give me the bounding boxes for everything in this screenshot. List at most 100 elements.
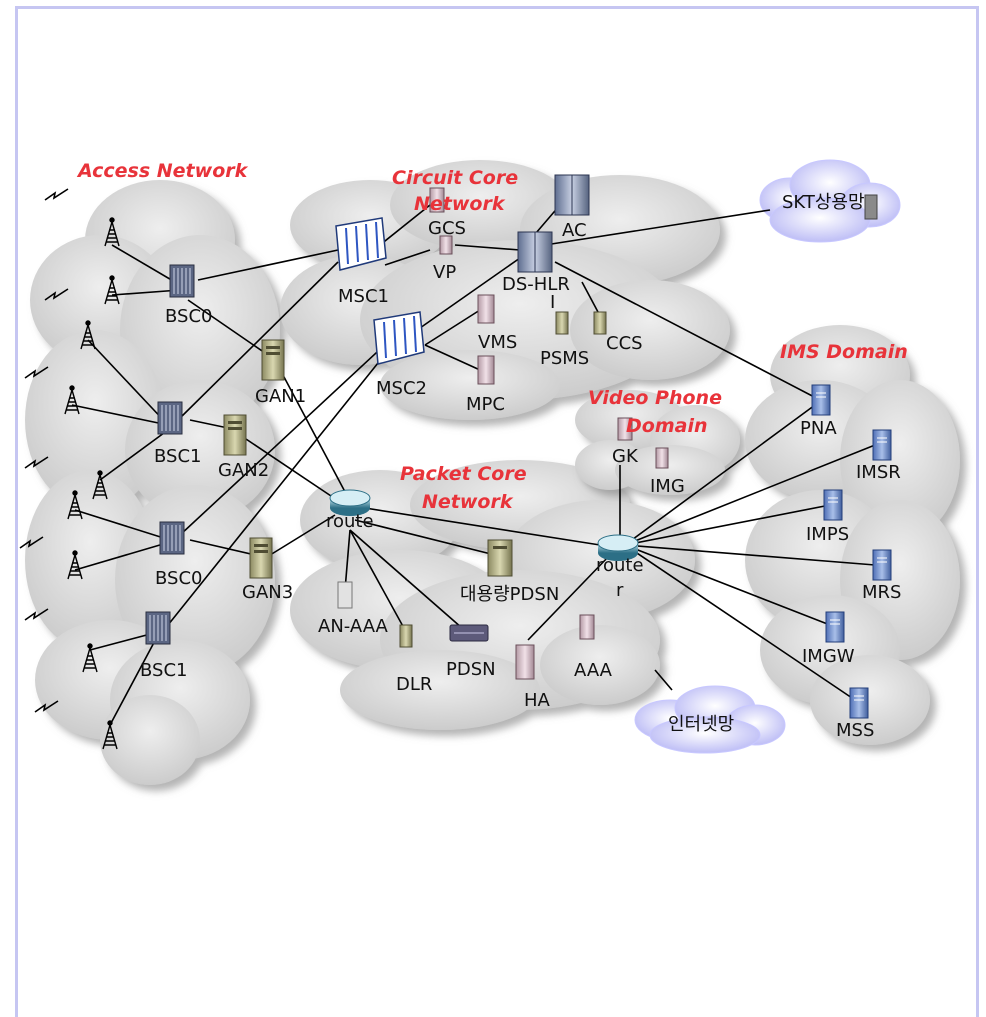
vp-label: VP xyxy=(433,262,456,283)
gk-server-icon xyxy=(617,417,633,441)
big-pdsn-server-icon xyxy=(487,539,513,577)
internet-network-label: 인터넷망 xyxy=(668,714,734,735)
mrs-server-icon xyxy=(872,549,892,581)
tower-icon xyxy=(92,470,108,500)
small-servers xyxy=(337,194,878,648)
bsc-icon xyxy=(159,521,185,555)
ds-hlr-label: DS-HLR xyxy=(502,274,570,295)
big-pdsn-label: 대용량PDSN xyxy=(460,584,559,605)
tower-icon xyxy=(64,385,80,415)
router-icon xyxy=(329,489,371,516)
tower-icon xyxy=(80,320,96,350)
mpc-server-icon xyxy=(477,355,495,385)
aaa-server-icon xyxy=(579,614,595,640)
bsc-devices xyxy=(145,264,195,645)
gan-server-icon xyxy=(261,339,285,381)
tower-icon xyxy=(104,275,120,305)
ac-rack-icon xyxy=(554,174,590,216)
circuit-core-title-line1: Circuit Core xyxy=(392,167,518,189)
tower-icon xyxy=(102,720,118,750)
skt-cloud xyxy=(759,159,901,243)
core-racks xyxy=(517,174,590,273)
tower-icon xyxy=(67,550,83,580)
pna-label: PNA xyxy=(800,418,837,439)
msc-switch-icon xyxy=(335,217,387,271)
bsc0-bottom-label: BSC0 xyxy=(155,568,202,589)
wireless-signals xyxy=(19,188,69,713)
bsc-icon xyxy=(169,264,195,298)
tower-icon xyxy=(67,490,83,520)
mrs-label: MRS xyxy=(862,582,901,603)
imsr-server-icon xyxy=(872,429,892,461)
gan-server-icon xyxy=(223,414,247,456)
ds-hlr-rack-icon xyxy=(517,231,553,273)
internet-cloud xyxy=(634,685,786,754)
ha-server-icon xyxy=(515,644,535,680)
imsr-label: IMSR xyxy=(856,462,901,483)
psms-server-icon xyxy=(555,311,569,335)
imgw-label: IMGW xyxy=(802,646,855,667)
imps-server-icon xyxy=(823,489,843,521)
access-network-title: Access Network xyxy=(76,160,249,182)
access-network-cloud xyxy=(25,180,280,785)
packet-core-cloud xyxy=(290,460,695,730)
msc-switch-icon xyxy=(373,311,425,365)
an-aaa-label: AN-AAA xyxy=(318,616,389,637)
bsc1-bottom-label: BSC1 xyxy=(140,660,187,681)
ccs-label: CCS xyxy=(606,333,643,354)
msc-devices xyxy=(335,217,425,365)
tower-icon xyxy=(82,643,98,673)
packet-core-title-line2: Network xyxy=(422,491,514,513)
pink-servers xyxy=(429,187,669,680)
pdsn-label: PDSN xyxy=(446,659,496,680)
img-label: IMG xyxy=(650,476,685,497)
psms-label: PSMS xyxy=(540,348,589,369)
gcs-server-icon xyxy=(429,187,445,213)
mpc-label: MPC xyxy=(466,394,505,415)
gan1-label: GAN1 xyxy=(255,386,306,407)
bsc-icon xyxy=(157,401,183,435)
dlr-server-icon xyxy=(399,624,413,648)
vms-server-icon xyxy=(477,294,495,324)
gan3-label: GAN3 xyxy=(242,582,293,603)
gan2-label: GAN2 xyxy=(218,460,269,481)
ccs-server-icon xyxy=(593,311,607,335)
ac-label: AC xyxy=(562,220,587,241)
mss-server-icon xyxy=(849,687,869,719)
dlr-label: DLR xyxy=(396,674,432,695)
an-aaa-server-icon xyxy=(337,581,353,609)
imgw-server-icon xyxy=(825,611,845,643)
msc2-label: MSC2 xyxy=(376,378,427,399)
routers xyxy=(329,489,639,561)
page-frame xyxy=(15,6,979,1017)
aaa-label: AAA xyxy=(574,660,613,681)
img-server-icon xyxy=(655,447,669,469)
bsc1-top-label: BSC1 xyxy=(154,446,201,467)
imps-label: IMPS xyxy=(806,524,849,545)
skt-server-icon xyxy=(864,194,878,220)
ha-label: HA xyxy=(524,690,551,711)
ims-domain-title: IMS Domain xyxy=(780,341,908,363)
router-icon xyxy=(597,534,639,561)
gan-server-icon xyxy=(249,537,273,579)
gan-devices xyxy=(223,339,285,579)
skt-network-label: SKT상용망 xyxy=(782,192,865,213)
bsc0-top-label: BSC0 xyxy=(165,306,212,327)
cell-towers xyxy=(64,217,120,750)
router1-label: route xyxy=(326,511,374,532)
gcs-label: GCS xyxy=(428,218,466,239)
ims-servers xyxy=(811,384,892,719)
vp-server-icon xyxy=(439,235,453,255)
network-links xyxy=(71,204,876,726)
video-phone-title-line1: Video Phone xyxy=(588,387,722,409)
msc1-label: MSC1 xyxy=(338,286,389,307)
bsc-icon xyxy=(145,611,171,645)
mss-label: MSS xyxy=(836,720,874,741)
router2-label-line2: r xyxy=(616,580,624,601)
tower-icon xyxy=(104,217,120,247)
ims-domain-cloud xyxy=(745,325,960,745)
pdsn-router-icon xyxy=(449,624,489,642)
vms-label: VMS xyxy=(478,332,517,353)
router2-label-line1: route xyxy=(596,555,644,576)
